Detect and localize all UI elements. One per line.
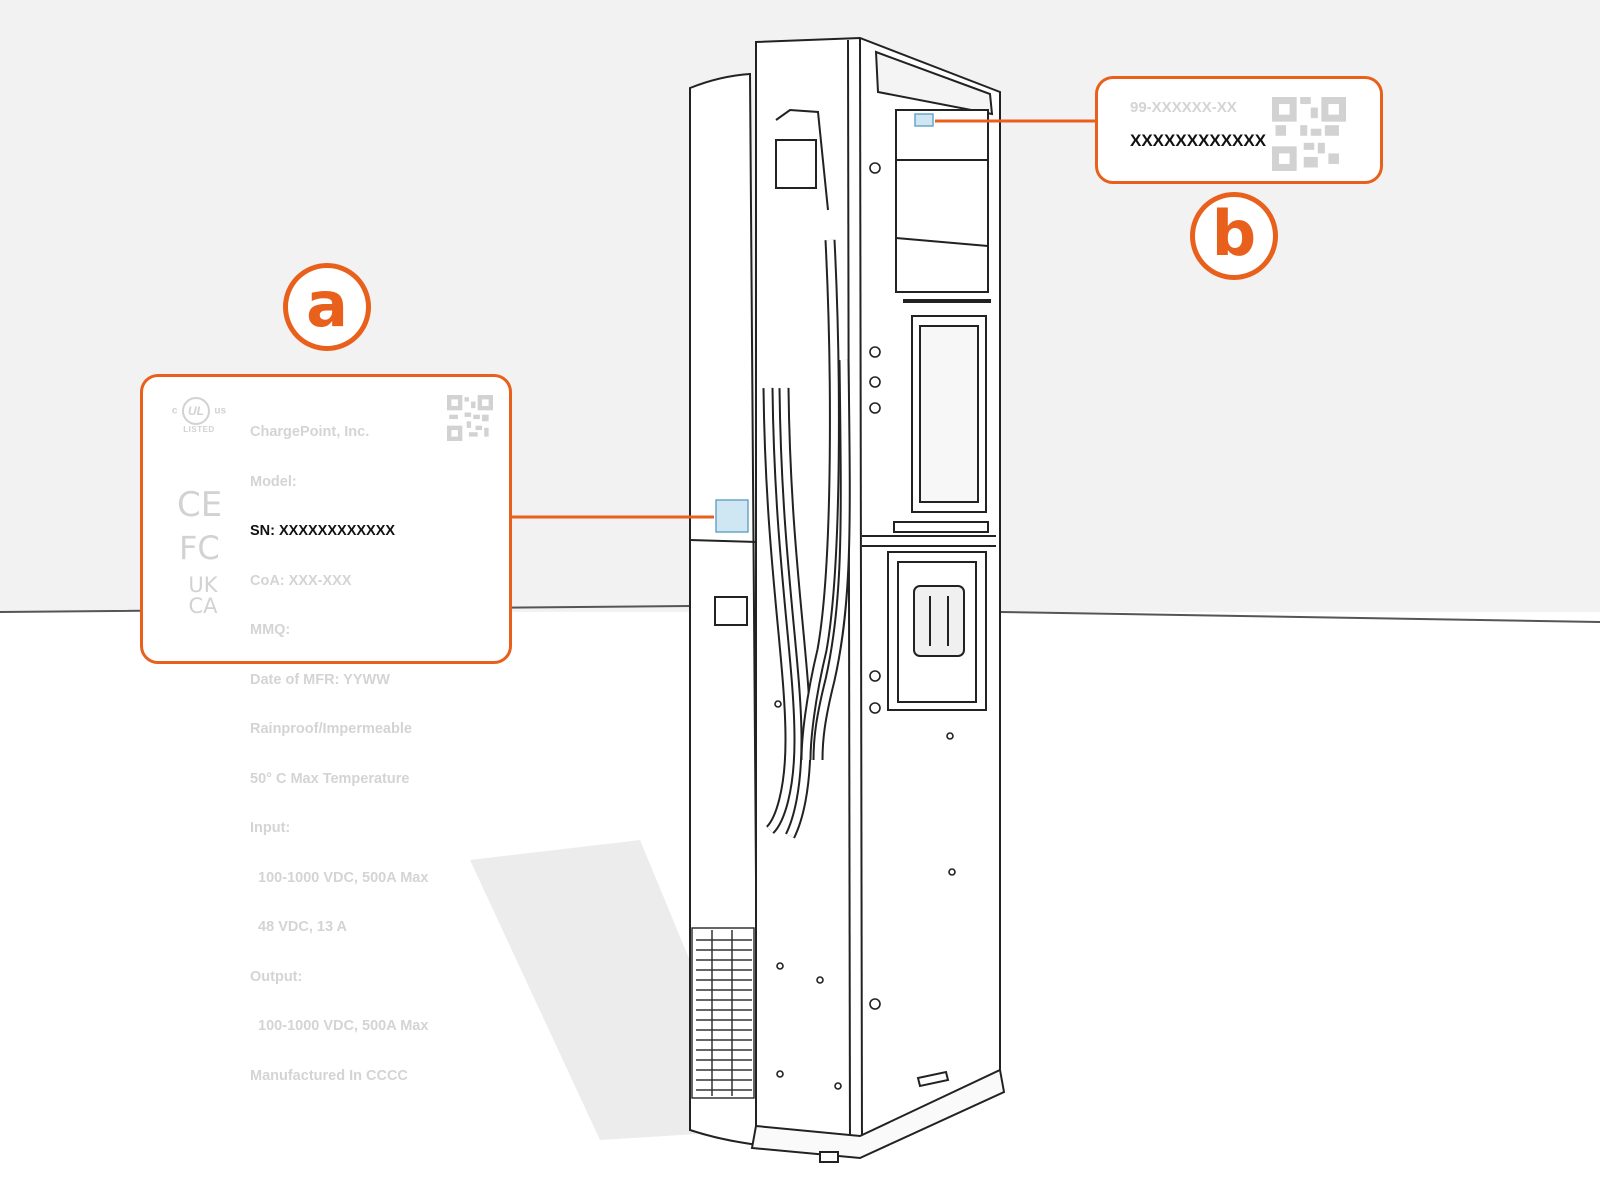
label-line-model: Model:	[250, 473, 297, 490]
qr-code-icon	[1272, 97, 1346, 171]
label-line-date: Date of MFR: YYWW	[250, 671, 390, 688]
ul-listed-icon: c UL us LISTED	[167, 397, 231, 434]
qr-code-icon	[447, 395, 493, 441]
label-line-output-dc: 100-1000 VDC, 500A Max	[250, 1018, 429, 1034]
product-label-callout: c UL us LISTED CE FC UK CA ChargePoint, …	[140, 374, 512, 1084]
ul-right-text: us	[214, 405, 227, 417]
label-text-lines: ChargePoint, Inc. Model: SN: XXXXXXXXXXX…	[250, 391, 428, 1117]
ul-mark: UL	[181, 397, 210, 425]
label-a-location	[715, 499, 749, 533]
module-serial-number: XXXXXXXXXXXX	[1130, 131, 1267, 150]
label-line-output: Output:	[250, 968, 303, 985]
upper-module	[874, 50, 994, 533]
ukca-mark-icon: UK CA	[188, 573, 218, 618]
label-line-manufactured: Manufactured In CCCC	[250, 1067, 408, 1084]
fasteners	[774, 162, 956, 1090]
label-line-input-aux: 48 VDC, 13 A	[250, 919, 347, 935]
charging-cables	[762, 108, 851, 839]
label-line-company: ChargePoint, Inc.	[250, 424, 370, 440]
label-line-mmq: MMQ:	[250, 622, 291, 638]
label-line-coa: CoA: XXX-XXX	[250, 572, 352, 589]
module-label-callout: 99-XXXXXX-XX XXXXXXXXXXXX	[1095, 76, 1383, 184]
label-b-location	[914, 113, 934, 127]
label-line-input-dc: 100-1000 VDC, 500A Max	[250, 869, 429, 886]
module-part-number: 99-XXXXXX-XX	[1130, 99, 1237, 116]
badge-b: b	[1190, 192, 1278, 280]
lower-module	[887, 551, 987, 711]
ul-left-text: c	[171, 405, 178, 417]
ul-listed-text: LISTED	[183, 425, 215, 434]
fcc-mark-icon: FC	[179, 529, 220, 567]
charger-side-panel	[689, 72, 760, 1147]
ce-mark-icon: CE	[177, 485, 223, 525]
label-line-serial-number: SN: XXXXXXXXXXXX	[250, 523, 396, 539]
floor-shadow	[470, 840, 760, 1140]
label-line-max-temp: 50° C Max Temperature	[250, 770, 410, 787]
label-line-rainproof: Rainproof/Impermeable	[250, 721, 412, 737]
vent-grille	[691, 927, 755, 1099]
badge-a: a	[283, 263, 371, 351]
label-line-input: Input:	[250, 820, 291, 836]
